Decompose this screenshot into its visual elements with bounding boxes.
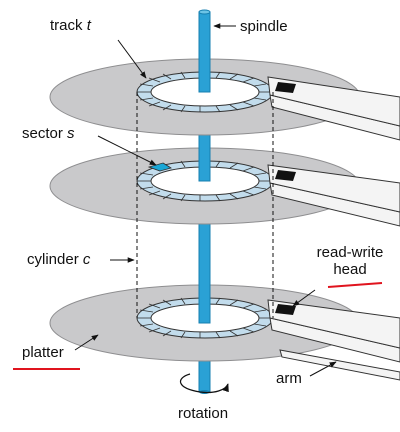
sector-highlight (147, 162, 172, 172)
track-leader (117, 39, 147, 79)
platter-label: platter (22, 344, 64, 361)
head-middle (275, 170, 296, 181)
head-leader (292, 289, 316, 307)
arm-top (267, 76, 400, 141)
cylinder-word: cylinder (27, 251, 79, 268)
cylinder-variable: c (82, 251, 91, 268)
track-word: track (50, 17, 83, 34)
head-bottom (275, 304, 296, 315)
arm-bottom (267, 299, 400, 381)
spindle-top-cap (198, 9, 211, 15)
cylinder-label: cylinder c (27, 251, 90, 268)
spindle-lower (198, 215, 211, 324)
sector-label: sector s (22, 125, 75, 142)
platter-leader (74, 334, 99, 351)
spindle-label: spindle (240, 18, 288, 35)
track-variable: t (86, 17, 91, 34)
rotation-arrow (180, 373, 229, 394)
read-write-line: read-write (316, 244, 384, 261)
sector-word: sector (22, 125, 63, 142)
head-underline (327, 282, 383, 288)
head-top (275, 82, 296, 93)
spindle-top (198, 11, 211, 93)
read-write-head-label: read-write head (304, 244, 396, 278)
track-label: track t (50, 17, 91, 34)
rotation-label: rotation (178, 405, 229, 422)
arm-label: arm (276, 370, 302, 387)
sector-variable: s (67, 125, 75, 142)
sector-leader (97, 135, 157, 166)
cylinder-outline (136, 92, 274, 318)
head-line: head (333, 261, 367, 278)
arm-middle (267, 164, 400, 227)
arm-leader (309, 361, 337, 377)
